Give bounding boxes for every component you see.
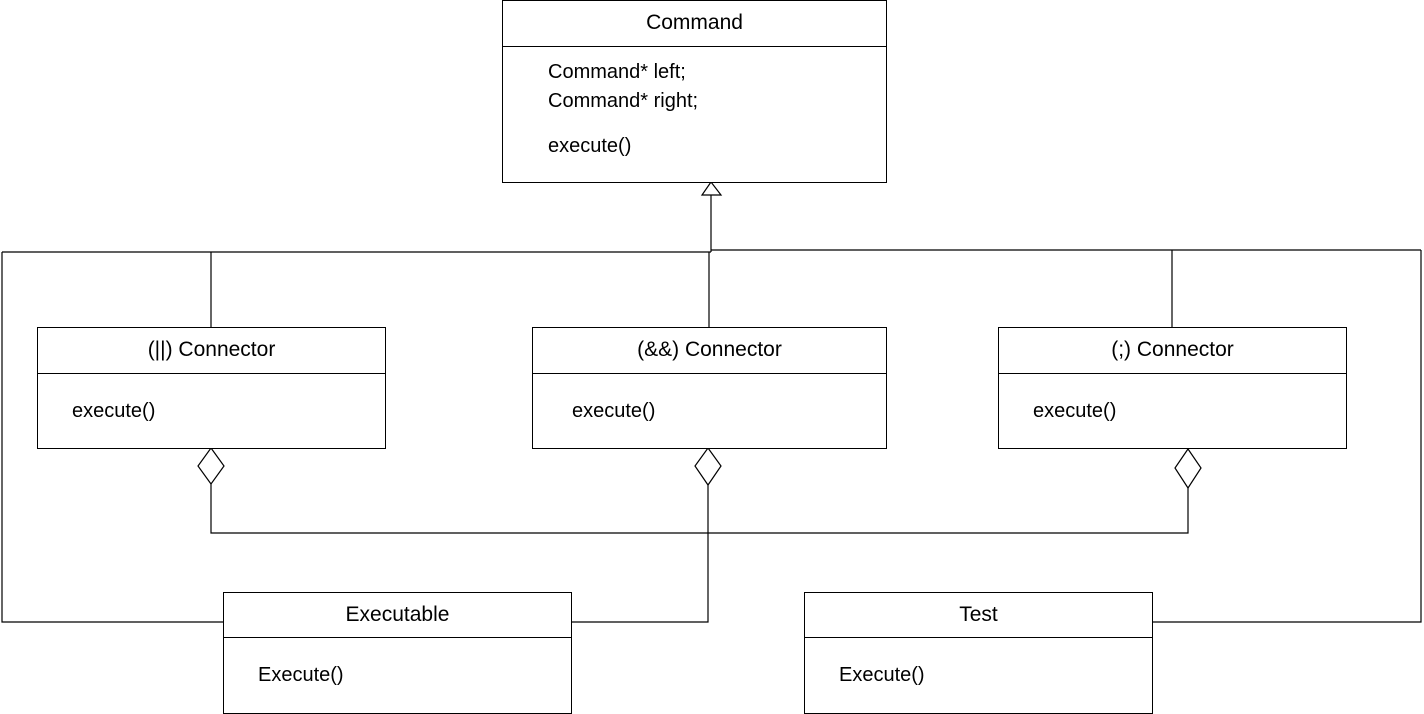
class-members: execute() [999,374,1346,426]
aggregation-diamond-and [694,446,722,487]
class-members: execute() [533,374,886,426]
class-name: Test [805,593,1152,638]
or-connector-class: (||) Connector execute() [37,327,386,449]
class-name: (;) Connector [999,328,1346,374]
class-members: Command* left; Command* right; execute() [503,47,886,161]
method-execute: execute() [72,400,156,422]
aggregation-bus [210,484,1189,534]
and-connector-class: (&&) Connector execute() [532,327,887,449]
class-members: Execute() [224,638,571,690]
class-members: execute() [38,374,385,426]
semi-connector-class: (;) Connector execute() [998,327,1347,449]
aggregation-diamond-or [197,446,225,486]
member-separator [548,116,886,132]
method-execute: Execute() [839,664,925,686]
class-name: Command [503,1,886,47]
generalization-arrowhead [700,180,723,196]
attribute-right: Command* right; [548,90,699,112]
method-execute: execute() [572,400,656,422]
test-class: Test Execute() [804,592,1153,714]
method-execute: execute() [548,135,632,157]
aggregation-diamond-semi [1174,447,1202,490]
executable-class: Executable Execute() [223,592,572,714]
class-name: (&&) Connector [533,328,886,374]
class-name: Executable [224,593,571,638]
method-execute: execute() [1033,400,1117,422]
class-name: (||) Connector [38,328,385,374]
method-execute: Execute() [258,664,344,686]
generalization-right-edge [1153,250,1422,623]
generalization-left-edge [1,252,223,623]
generalization-bus [2,249,1421,253]
attribute-left: Command* left; [548,61,686,83]
class-members: Execute() [805,638,1152,690]
command-class: Command Command* left; Command* right; e… [502,0,887,183]
aggregation-and-line [571,485,709,623]
